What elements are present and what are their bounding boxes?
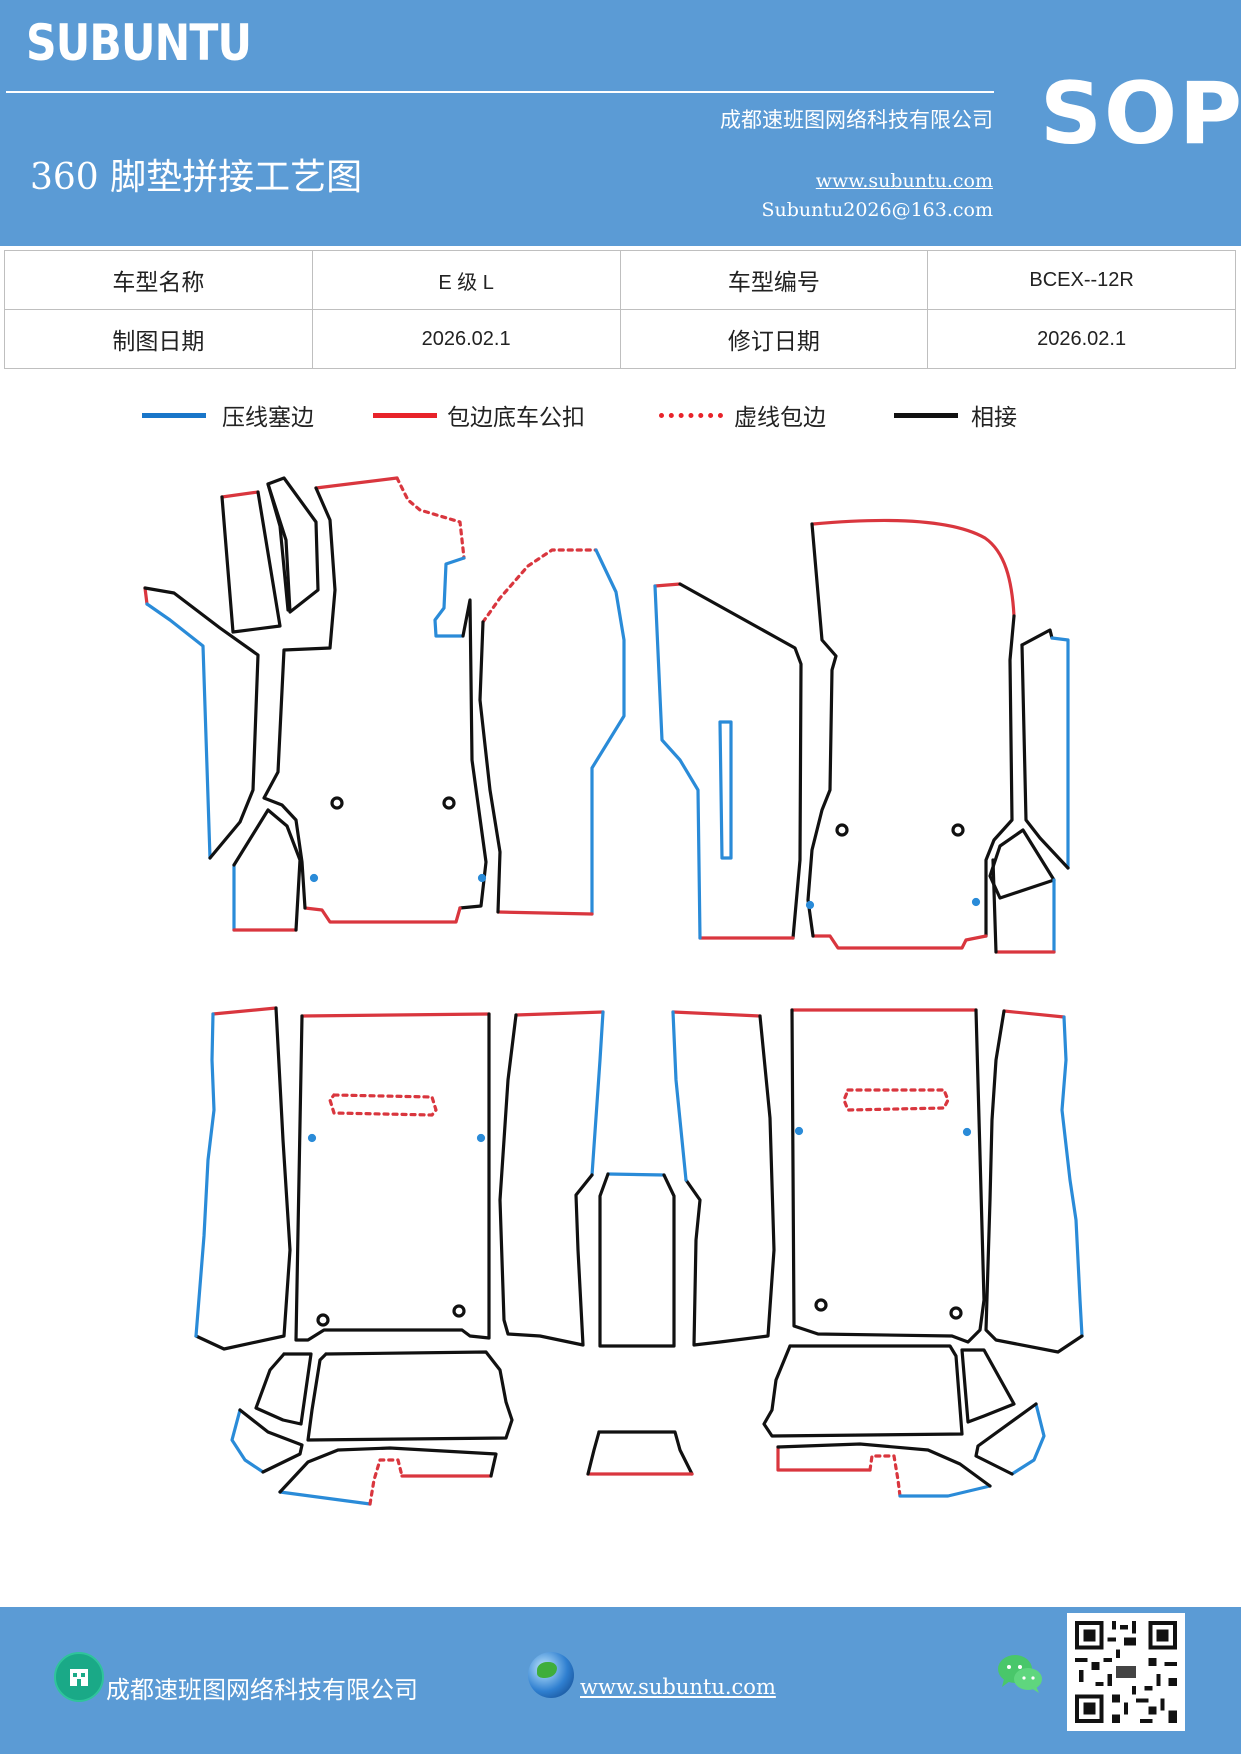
value-revision-date: 2026.02.1	[927, 309, 1236, 369]
brand-logo: SUBUNTU	[26, 14, 252, 72]
label-draw-date: 制图日期	[4, 309, 313, 369]
legend-red-line	[373, 413, 437, 418]
header-company: 成都速班图网络科技有限公司	[720, 108, 993, 132]
wechat-icon[interactable]	[996, 1653, 1044, 1695]
header-website-link[interactable]: www.subuntu.com	[815, 170, 993, 192]
footer-banner: 成都速班图网络科技有限公司 www.subuntu.com	[0, 1607, 1241, 1754]
center-mat-pieces	[586, 1172, 694, 1476]
building-icon	[54, 1652, 104, 1702]
vehicle-info-table: 车型名称 E 级 L 车型编号 BCEX--12R 制图日期 2026.02.1…	[4, 250, 1236, 369]
bottom-left-mat-group	[194, 1006, 605, 1506]
legend-blue-line	[142, 413, 206, 418]
legend-dotted-line	[659, 413, 723, 418]
header-email: Subuntu2026@163.com	[761, 199, 993, 221]
qr-code	[1067, 1613, 1185, 1731]
footer-company: 成都速班图网络科技有限公司	[106, 1676, 418, 1704]
page-title: 360 脚垫拼接工艺图	[30, 157, 363, 198]
label-revision-date: 修订日期	[619, 309, 929, 369]
floor-mat-diagram	[143, 476, 1084, 1506]
table-row: 车型名称 E 级 L 车型编号 BCEX--12R	[4, 250, 1236, 310]
header-divider	[6, 91, 994, 93]
top-right-mat-group	[653, 518, 1070, 954]
legend-label: 虚线包边	[734, 405, 826, 431]
header-banner: SUBUNTU 成都速班图网络科技有限公司 360 脚垫拼接工艺图 www.su…	[0, 0, 1241, 246]
globe-icon	[528, 1652, 574, 1698]
sop-label: SOP	[1040, 64, 1241, 164]
value-model-name: E 级 L	[311, 250, 621, 310]
label-model-code: 车型编号	[619, 250, 929, 310]
legend-black-line	[894, 413, 958, 418]
value-draw-date: 2026.02.1	[311, 309, 621, 369]
label-model-name: 车型名称	[4, 250, 313, 310]
top-left-mat-group	[143, 476, 626, 932]
value-model-code: BCEX--12R	[927, 250, 1236, 310]
legend-label: 压线塞边	[222, 405, 314, 431]
bottom-right-mat-group	[671, 1008, 1084, 1498]
legend-label: 包边底车公扣	[447, 405, 585, 431]
table-row: 制图日期 2026.02.1 修订日期 2026.02.1	[4, 309, 1236, 369]
footer-website-link[interactable]: www.subuntu.com	[580, 1675, 776, 1699]
legend-label: 相接	[971, 405, 1017, 431]
